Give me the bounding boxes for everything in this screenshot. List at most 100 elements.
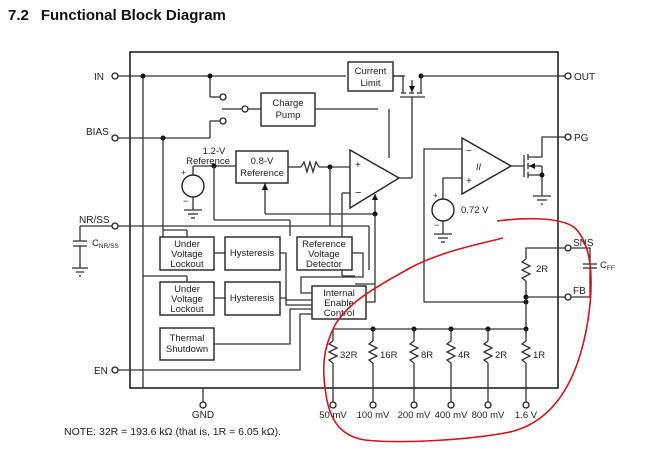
svg-text:Voltage: Voltage [171, 249, 203, 260]
svg-text:Enable: Enable [324, 298, 354, 309]
svg-text:Voltage: Voltage [171, 294, 203, 305]
ladder-resistor-value: 8R [421, 350, 433, 361]
voltage-source-0v72-icon: + − [431, 177, 462, 243]
pin-ladder-tap[interactable] [329, 401, 337, 409]
ladder-resistor-value: 1R [533, 350, 545, 361]
device-outline [129, 51, 559, 389]
section-number: 7.2 [8, 7, 29, 24]
resistor-2r-icon [520, 258, 532, 282]
ladder-resistor-value: 2R [495, 350, 507, 361]
pin-bias[interactable] [111, 134, 119, 142]
svg-text:0.8-V: 0.8-V [251, 156, 274, 167]
pin-sns[interactable] [564, 244, 572, 252]
svg-text:Limit: Limit [360, 78, 380, 89]
svg-text:+: + [466, 176, 472, 187]
ladder-tap-label: 800 mV [472, 410, 505, 421]
resistor-icon [482, 340, 494, 364]
pin-en[interactable] [111, 366, 119, 374]
feedback-resistor-label: 2R [536, 264, 548, 275]
hysteresis-block-2: Hysteresis [224, 281, 281, 316]
ladder-tap-label: 50 mV [319, 410, 347, 421]
pin-gnd[interactable] [199, 401, 207, 409]
hysteresis-block-1: Hysteresis [224, 236, 281, 271]
pin-in[interactable] [111, 72, 119, 80]
svg-text:Voltage: Voltage [308, 249, 340, 260]
reference-voltage-detector-block: Reference Voltage Detector [296, 236, 353, 271]
section-heading: 7.2 Functional Block Diagram [8, 7, 226, 24]
resistor-icon [408, 340, 420, 364]
ladder-resistor: 32R 50 mV [319, 329, 358, 421]
ladder-tap-label: 200 mV [398, 410, 431, 421]
pin-nr-ss-label: NR/SS [79, 215, 110, 226]
ladder-resistor-value: 32R [340, 350, 358, 361]
svg-text:Pump: Pump [276, 110, 301, 121]
svg-text:Detector: Detector [306, 259, 342, 270]
pin-ladder-tap[interactable] [484, 401, 492, 409]
svg-text:Current: Current [355, 66, 387, 77]
resistor-icon [445, 340, 457, 364]
ref-1v2-label-line2: Reference [186, 156, 230, 167]
pin-fb[interactable] [564, 293, 572, 301]
ladder-resistor-value: 16R [380, 350, 398, 361]
pin-sns-label: SNS [573, 238, 594, 249]
svg-text:Under: Under [174, 284, 200, 295]
pin-fb-label: FB [573, 286, 586, 297]
switch-contact-in [219, 93, 227, 101]
resistor-icon [520, 340, 532, 364]
pin-pg[interactable] [564, 133, 572, 141]
svg-text:−: − [434, 220, 439, 230]
pin-bias-label: BIAS [86, 127, 109, 138]
svg-text:+: + [433, 191, 438, 200]
ladder-resistor: 8R 200 mV [398, 326, 433, 421]
current-limit-block: Current Limit [347, 61, 394, 92]
pin-ladder-tap[interactable] [410, 401, 418, 409]
svg-text:Lockout: Lockout [170, 259, 204, 270]
red-annotation-circle [322, 217, 592, 443]
capacitor-nr-ss-icon [72, 225, 112, 277]
svg-text:Shutdown: Shutdown [166, 344, 208, 355]
pg-fet-icon [511, 136, 565, 205]
charge-pump-block: Charge Pump [260, 92, 316, 127]
uvlo-block-1: Under Voltage Lockout [159, 236, 215, 271]
pin-pg-label: PG [574, 133, 589, 144]
ref-1v2-label-line1: 1.2-V [203, 146, 226, 157]
note-text: NOTE: 32R = 193.6 kΩ (that is, 1R = 6.05… [64, 426, 281, 438]
svg-text:−: − [183, 196, 188, 206]
uvlo-block-2: Under Voltage Lockout [159, 281, 215, 316]
svg-text:II: II [476, 162, 482, 172]
ladder-resistor: 1R 1.6 V [515, 326, 545, 421]
svg-text:−: − [466, 146, 472, 157]
internal-enable-control-block: Internal Enable Control [311, 285, 367, 320]
svg-text:Hysteresis: Hysteresis [230, 248, 275, 259]
pin-nr-ss[interactable] [111, 222, 119, 230]
svg-text:Internal: Internal [323, 288, 355, 299]
pin-out-label: OUT [574, 72, 595, 83]
pass-fet-icon [393, 75, 425, 178]
svg-text:Reference: Reference [240, 168, 284, 179]
ladder-resistor-value: 4R [458, 350, 470, 361]
resistor-icon [300, 159, 320, 175]
ladder-tap-label: 100 mV [357, 410, 390, 421]
svg-text:Lockout: Lockout [170, 304, 204, 315]
c-nr-ss-label: CNR/SS [92, 238, 119, 250]
ladder-tap-label: 1.6 V [515, 410, 538, 421]
pin-ladder-tap[interactable] [447, 401, 455, 409]
resistor-icon [327, 340, 339, 364]
svg-text:Under: Under [174, 239, 200, 250]
pin-ladder-tap[interactable] [369, 401, 377, 409]
in-net [118, 73, 405, 388]
resistor-icon [367, 340, 379, 364]
svg-text:Reference: Reference [302, 239, 346, 250]
section-title: Functional Block Diagram [40, 7, 226, 24]
pin-ladder-tap[interactable] [522, 401, 530, 409]
ladder-resistor: 16R 100 mV [357, 326, 398, 421]
pin-out[interactable] [564, 72, 572, 80]
voltage-source-1v2-icon: + − [181, 165, 236, 219]
pin-en-label: EN [94, 366, 108, 377]
reference-0v8-block: 0.8-V Reference [235, 150, 289, 184]
switch-contact-bias [219, 117, 227, 125]
ladder-resistor: 2R 800 mV [472, 326, 507, 421]
svg-text:Thermal: Thermal [170, 333, 205, 344]
